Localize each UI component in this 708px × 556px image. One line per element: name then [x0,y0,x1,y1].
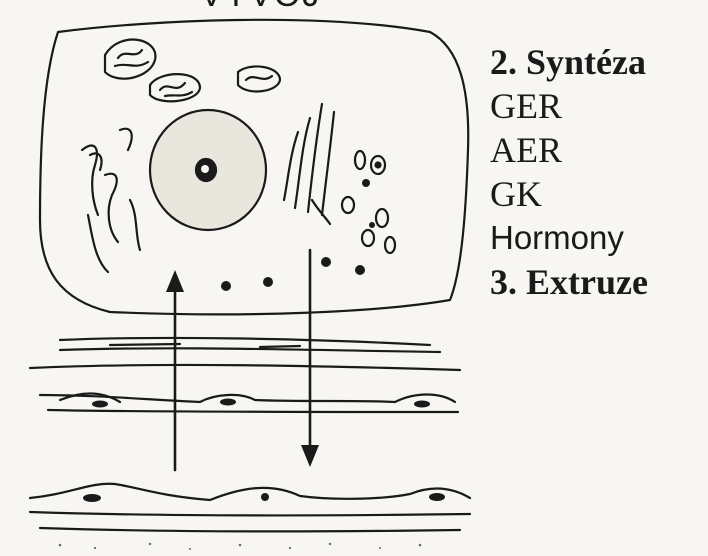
label-aer: AER [490,128,648,172]
vesicles [342,151,395,253]
label-synthesis: 2. Syntéza [490,40,648,84]
nucleus [150,110,266,230]
lower-endothelium [30,484,470,532]
arrow-head-up-icon [166,270,184,292]
label-extrusion: 3. Extruze [490,260,648,304]
label-gk: GK [490,172,648,216]
bottom-speckles [59,543,422,550]
basal-lamina [30,338,460,370]
transport-arrows [175,250,310,470]
legend-labels: 2. Syntéza GER AER GK Hormony 3. Extruze [490,40,648,304]
golgi-complex [284,104,334,224]
granular-er [82,129,140,272]
endothelial-nuclei [83,399,445,503]
arrow-head-down-icon [301,445,319,467]
label-hormones: Hormony [490,216,648,260]
mitochondria [105,40,280,102]
label-ger: GER [490,84,648,128]
